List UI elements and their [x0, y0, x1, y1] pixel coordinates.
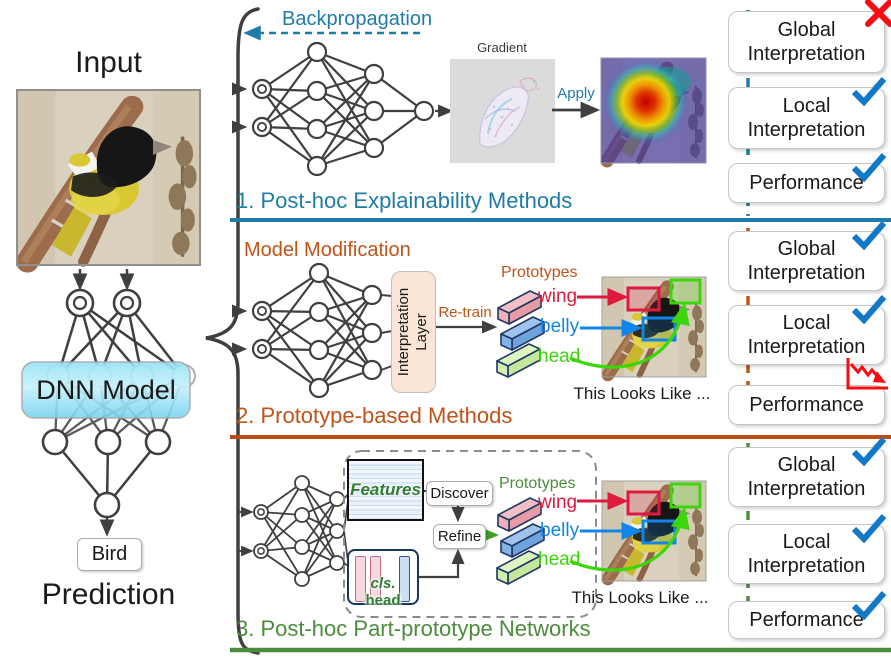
- backpropagation-label: Backpropagation: [282, 8, 433, 30]
- input-label: Input: [75, 46, 142, 79]
- badge-line1: Global: [777, 237, 836, 260]
- check-icon: [851, 153, 887, 182]
- badge-line1: Local: [782, 311, 831, 334]
- prediction-label: Prediction: [41, 578, 176, 611]
- badge-line1: Global: [777, 453, 836, 476]
- badge-row1-performance: Performance: [728, 153, 887, 203]
- badge-line1: Local: [782, 94, 831, 117]
- row3-part-arrows: [569, 492, 690, 572]
- row2-looks-like-label: This Looks Like ...: [573, 384, 711, 403]
- check-icon: [851, 437, 887, 466]
- check-icon: [851, 77, 887, 106]
- wing-box: [626, 286, 661, 312]
- interpretation-layer-line1: Interpretation: [395, 287, 413, 377]
- check-icon: [851, 591, 887, 620]
- badge-row2-local-interpretation: Local Interpretation: [728, 295, 887, 365]
- cls-bar: [370, 556, 381, 602]
- input-image: [17, 90, 200, 265]
- badge-row3-global-interpretation: Global Interpretation: [728, 437, 887, 507]
- badge-row1-global-interpretation: Global Interpretation: [728, 0, 891, 73]
- badge-line2: Interpretation: [747, 43, 866, 65]
- row3-title: 3. Post-hoc Part-prototype Networks: [236, 616, 591, 641]
- head-box: [669, 278, 702, 305]
- bird-label: Bird: [91, 543, 128, 565]
- heatmap-image: [601, 58, 706, 163]
- row2-title: 2. Prototype-based Methods: [236, 403, 513, 428]
- interpretation-layer-box: Interpretation Layer: [391, 271, 436, 393]
- check-icon: [851, 514, 887, 543]
- badge-line2: Interpretation: [747, 336, 866, 358]
- row3-neural-network: [239, 475, 349, 587]
- gradient-label: Gradient: [477, 40, 527, 55]
- discover-label: Discover: [430, 484, 489, 502]
- interpretation-layer-line2: Layer: [413, 313, 431, 351]
- row3-dashed-box: [343, 450, 597, 618]
- check-icon: [851, 221, 887, 250]
- badge-line2: Interpretation: [747, 262, 866, 284]
- cls-head-box: cls. head: [347, 549, 419, 609]
- belly-box: [641, 316, 677, 342]
- row3-head-label: head: [538, 549, 581, 570]
- badge-row3-performance: Performance: [728, 591, 887, 639]
- badge-line2: Interpretation: [747, 555, 866, 577]
- row1-neural-network: [231, 41, 454, 177]
- cls-italic: cls.: [370, 575, 396, 592]
- features-box: Features: [347, 459, 424, 521]
- row2-head-label: head: [538, 346, 581, 367]
- badge-row2-performance: Performance: [728, 358, 888, 425]
- row1-title: 1. Post-hoc Explainability Methods: [236, 188, 573, 213]
- badge-line1: Local: [782, 530, 831, 553]
- check-icon: [851, 295, 887, 324]
- row2-wing-label: wing: [538, 286, 578, 307]
- bird-prediction-box: Bird: [77, 538, 142, 571]
- cls-bar: [399, 556, 410, 602]
- performance-drop-icon: [846, 358, 888, 390]
- row3-prototypes-label: Prototypes: [499, 475, 576, 492]
- cls-head-label: cls. head: [351, 575, 415, 609]
- badge-line1: Performance: [749, 171, 864, 194]
- cross-icon: [865, 0, 891, 27]
- refine-label: Refine: [437, 527, 482, 545]
- belly-box: [641, 519, 677, 545]
- refine-box: Refine: [433, 524, 486, 549]
- cls-rest: head: [365, 592, 401, 609]
- badge-row1-local-interpretation: Local Interpretation: [728, 77, 887, 149]
- curly-brace: [205, 7, 260, 655]
- discover-box: Discover: [426, 481, 493, 506]
- badge-row3-local-interpretation: Local Interpretation: [728, 514, 887, 584]
- cls-bar: [355, 556, 366, 602]
- gradient-image: [450, 59, 555, 163]
- badge-row2-global-interpretation: Global Interpretation: [728, 221, 887, 291]
- left-dnn-network-lower: [41, 428, 172, 519]
- badge-line1: Performance: [749, 608, 864, 631]
- badge-line2: Interpretation: [747, 119, 866, 141]
- wing-box: [626, 490, 661, 516]
- badge-line1: Global: [777, 18, 836, 41]
- row3-belly-label: belly: [540, 520, 580, 541]
- row3-prototype-bars: [496, 497, 545, 585]
- row2-prototypes-label: Prototypes: [501, 264, 578, 281]
- row2-part-arrows: [569, 288, 690, 369]
- dnn-model-box: [21, 361, 191, 419]
- model-modification-label: Model Modification: [244, 239, 411, 261]
- row2-belly-label: belly: [540, 316, 580, 337]
- badge-line1: Performance: [749, 393, 864, 416]
- head-box: [669, 482, 702, 509]
- row2-prototype-bars: [496, 290, 545, 378]
- apply-label: Apply: [557, 85, 595, 102]
- dnn-model-label: DNN Model: [36, 375, 176, 405]
- row2-neural-network: [231, 262, 393, 399]
- retrain-label: Re-train: [438, 304, 492, 321]
- features-label: Features: [350, 480, 421, 499]
- row3-looks-like-label: This Looks Like ...: [571, 588, 709, 607]
- badge-line2: Interpretation: [747, 478, 866, 500]
- row3-wing-label: wing: [538, 492, 578, 513]
